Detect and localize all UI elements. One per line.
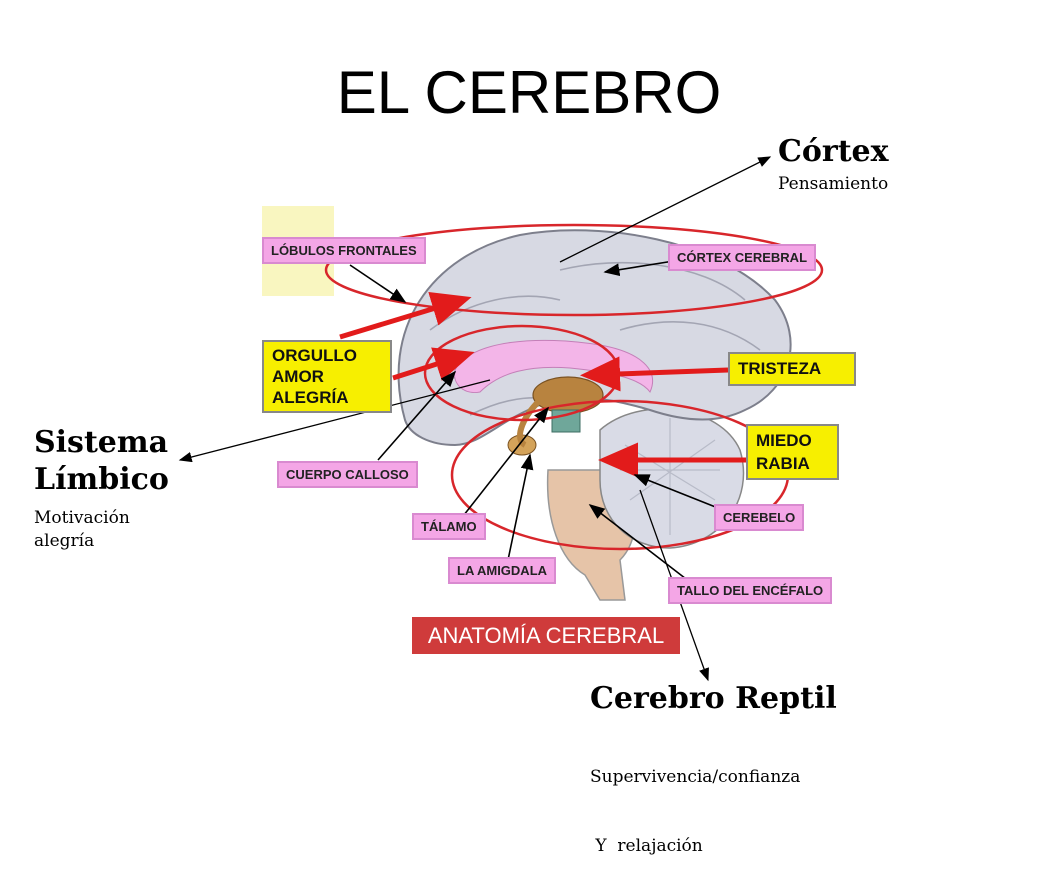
tag-cerebelo: CEREBELO xyxy=(714,504,805,531)
cortex-heading: Córtex xyxy=(778,134,889,169)
anatomia-cerebral-banner: ANATOMÍA CEREBRAL xyxy=(412,617,680,654)
limbic-heading-line1: Sistema xyxy=(34,425,169,460)
tag-orgullo-amor-alegria: ORGULLO AMOR ALEGRÍA xyxy=(262,340,392,413)
tag-lobulos-frontales: LÓBULOS FRONTALES xyxy=(262,237,426,264)
tag-rabia: RABIA xyxy=(756,454,810,473)
tag-orgullo: ORGULLO xyxy=(272,346,357,365)
page-title: EL CEREBRO xyxy=(336,59,722,126)
thalamus-shape xyxy=(532,376,604,414)
limbic-heading: Sistema Límbico xyxy=(34,424,169,498)
corpus-callosum-shape xyxy=(454,339,653,394)
tag-miedo: MIEDO xyxy=(756,431,812,450)
limbic-subtitle-line2: alegría xyxy=(34,531,95,551)
red-arrow-tristeza xyxy=(580,356,729,392)
brain-diagram xyxy=(178,156,824,682)
tag-amigdala: LA AMIGDALA xyxy=(448,557,557,584)
red-arrow-limbic xyxy=(392,347,475,381)
reptile-subtitle-line1: Supervivencia/confianza xyxy=(590,767,801,787)
reptile-subtitle: Supervivencia/confianza Y relajación xyxy=(590,720,800,881)
tag-talamo: TÁLAMO xyxy=(412,513,486,540)
tag-miedo-rabia: MIEDO RABIA xyxy=(746,424,839,480)
limbic-subtitle: Motivación alegría xyxy=(34,507,130,553)
cortex-subtitle: Pensamiento xyxy=(778,174,889,194)
tag-alegria: ALEGRÍA xyxy=(272,388,349,407)
tag-tristeza: TRISTEZA xyxy=(728,352,856,386)
red-arrow-frontal xyxy=(339,291,472,340)
tag-tallo-del-encefalo: TALLO DEL ENCÉFALO xyxy=(668,577,833,604)
cortex-pointer-arrow xyxy=(559,156,772,263)
limbic-heading-line2: Límbico xyxy=(34,462,169,497)
limbic-subtitle-line1: Motivación xyxy=(34,508,130,528)
reptile-heading: Cerebro Reptil xyxy=(590,681,837,716)
limbic-pointer-arrow xyxy=(178,379,491,463)
tag-amor: AMOR xyxy=(272,367,324,386)
cerebrum-shape xyxy=(397,229,792,447)
tag-cuerpo-calloso: CUERPO CALLOSO xyxy=(277,461,418,488)
cortex-ellipse xyxy=(324,223,824,317)
tag-cortex-cerebral: CÓRTEX CEREBRAL xyxy=(668,244,817,271)
reptile-subtitle-line2: Y relajación xyxy=(590,836,703,856)
